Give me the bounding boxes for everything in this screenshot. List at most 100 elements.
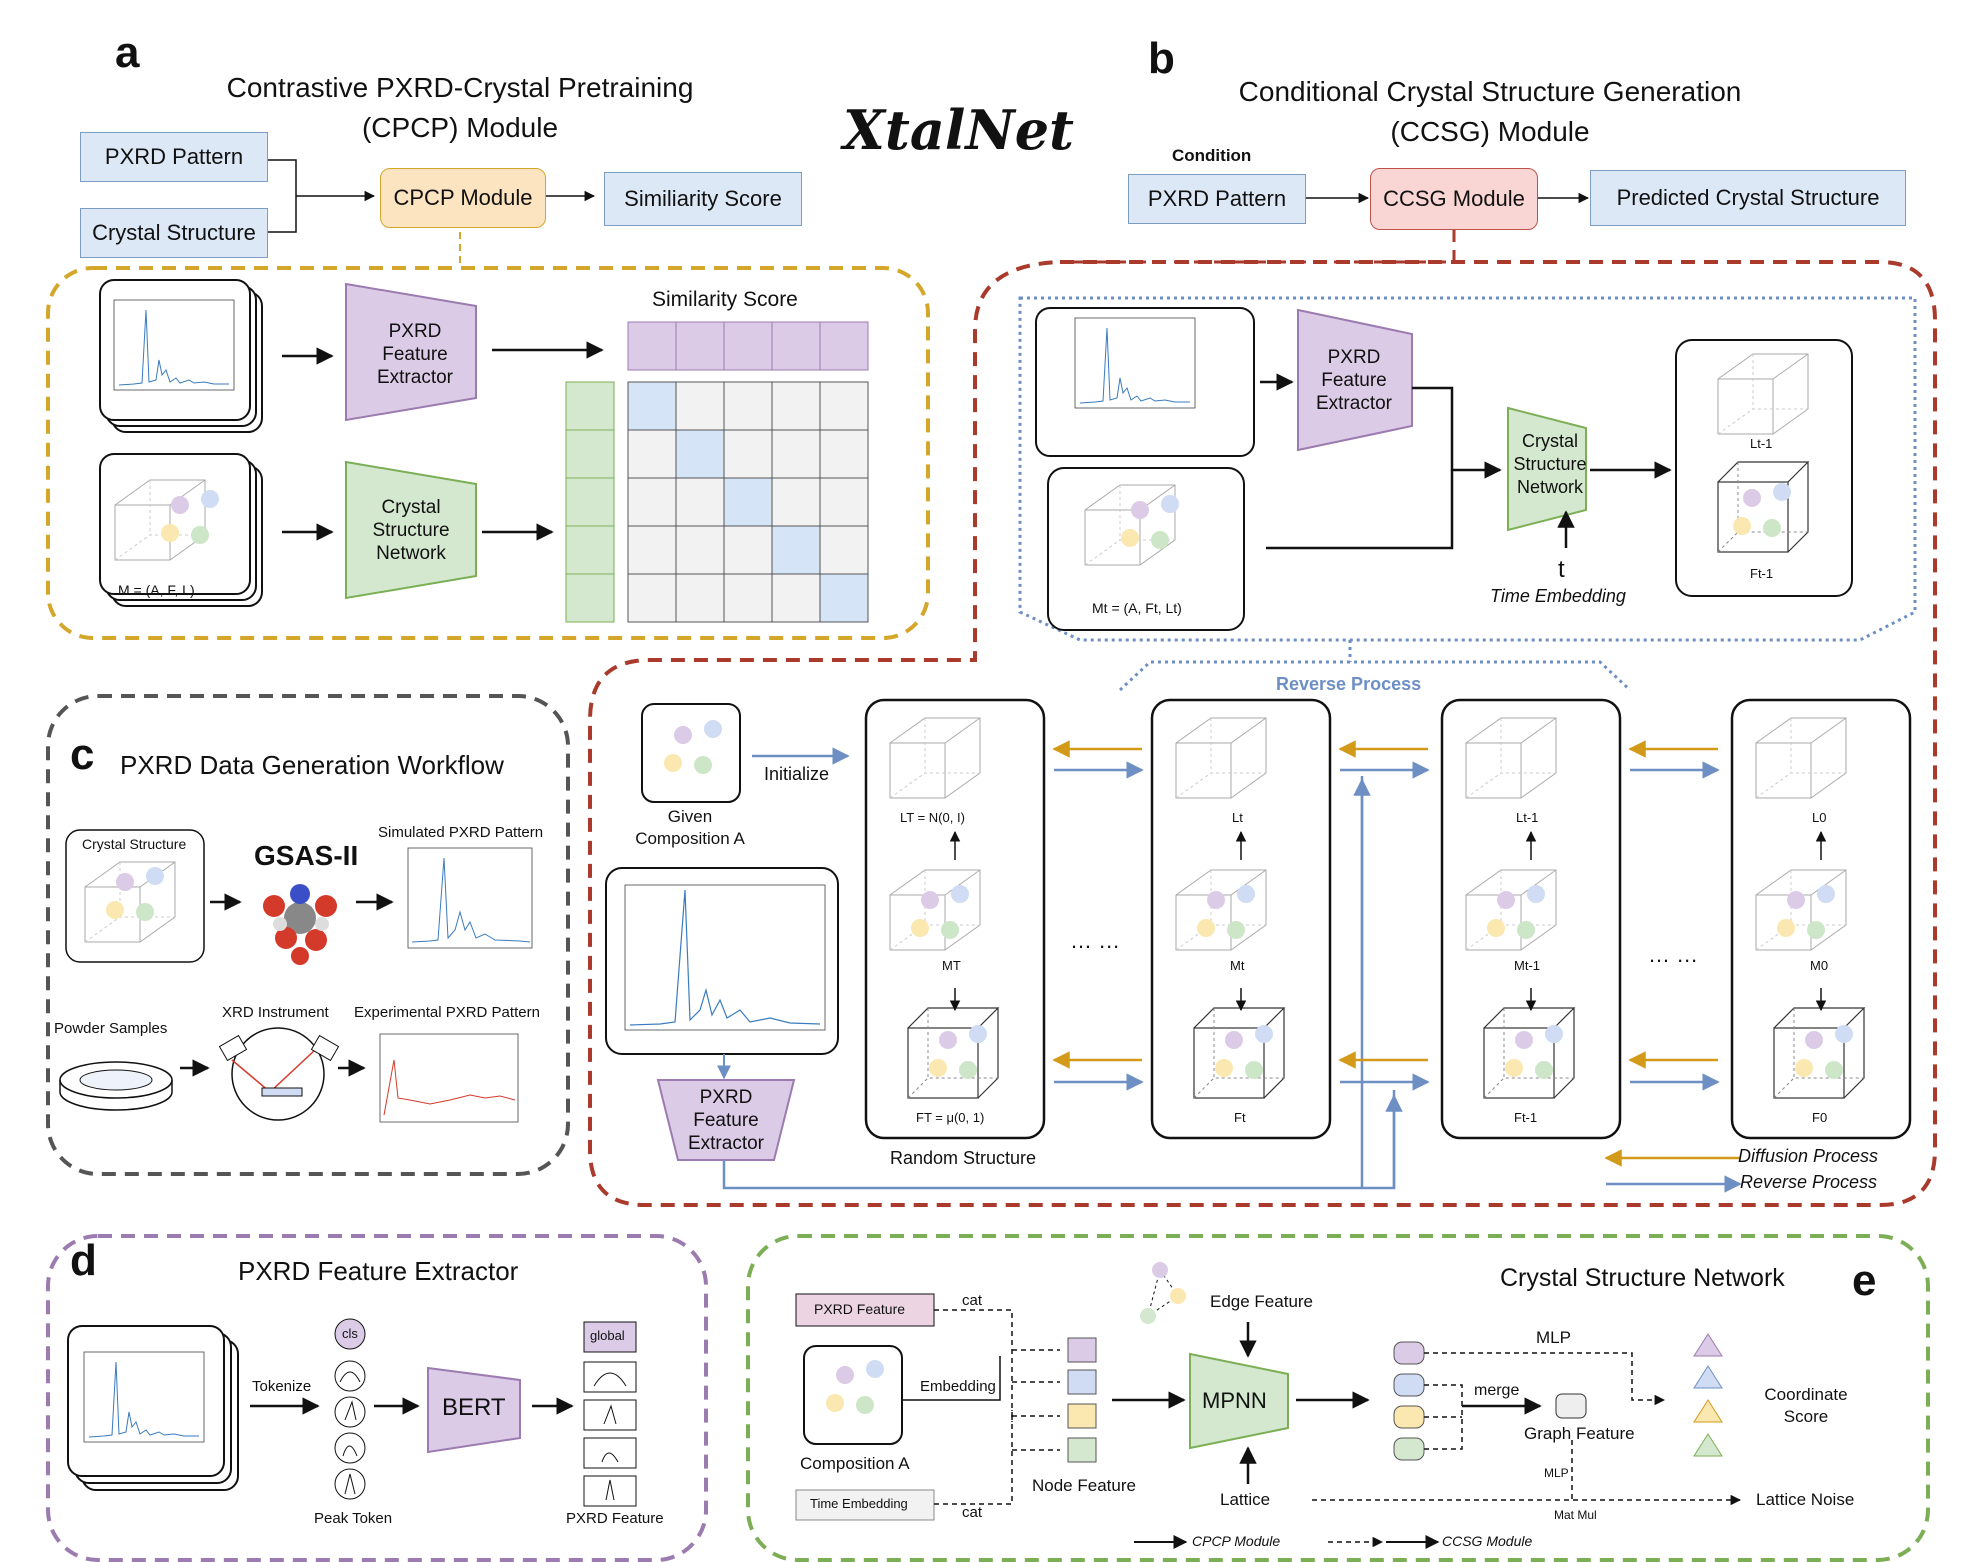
matmul-label: Mat Mul — [1554, 1508, 1597, 1522]
edge-feature-label: Edge Feature — [1210, 1292, 1314, 1311]
tokenize-label: Tokenize — [252, 1378, 312, 1395]
similarity-score-label: Similarity Score — [652, 288, 798, 311]
col3-m-label: Mt-1 — [1514, 958, 1540, 973]
gsas-label: GSAS-II — [254, 840, 359, 871]
mlp-label-2: MLP — [1544, 1466, 1569, 1480]
crystal-structure-label-c: Crystal Structure — [82, 836, 187, 852]
powder-samples-label: Powder Samples — [54, 1020, 168, 1037]
col2-f-label: Ft — [1234, 1110, 1246, 1125]
peak-token-label: Peak Token — [314, 1510, 393, 1527]
similarity-score-output: Similiarity Score — [604, 172, 802, 226]
col2-m-label: Mt — [1230, 958, 1245, 973]
col2-l-label: Lt — [1232, 810, 1243, 825]
panel-a-letter: a — [115, 28, 140, 77]
col3-l-label: Lt-1 — [1516, 810, 1539, 825]
ellipsis-1: … … — [1070, 928, 1121, 953]
panel-b-letter: b — [1148, 34, 1175, 83]
experimental-pattern-label: Experimental PXRD Pattern — [354, 1004, 540, 1021]
xrd-instrument-label: XRD Instrument — [222, 1004, 329, 1021]
ellipsis-2: … … — [1648, 942, 1699, 967]
random-structure-label: Random Structure — [890, 1148, 1037, 1168]
panel-c-title: PXRD Data Generation Workflow — [120, 750, 504, 780]
time-embedding-label-e: Time Embedding — [810, 1496, 908, 1511]
panel-e-title: Crystal Structure Network — [1500, 1264, 1785, 1292]
node-feature-stack — [1067, 1337, 1097, 1463]
mt-equation-label: Mt = (A, Ft, Lt) — [1092, 600, 1182, 616]
pxrd-pattern-input-b: PXRD Pattern — [1128, 174, 1306, 224]
legend-ccsg-label: CCSG Module — [1442, 1533, 1533, 1549]
cat-label-1: cat — [962, 1292, 983, 1309]
merge-label: merge — [1474, 1382, 1520, 1399]
embedding-label: Embedding — [920, 1378, 996, 1395]
pxrd-extractor-shape-a — [345, 282, 477, 422]
legend-cpcp-label: CPCP Module — [1192, 1533, 1281, 1549]
gsas-molecule-icon — [263, 884, 337, 965]
panel-a-title-2: (CPCP) Module — [361, 112, 559, 143]
panel-e-border — [746, 1234, 1930, 1562]
output-node-stack — [1393, 1341, 1425, 1461]
panel-b-title-1: Conditional Crystal Structure Generation — [1238, 76, 1742, 107]
pxrd-feature-tokens — [583, 1321, 637, 1507]
time-embedding-label: Time Embedding — [1490, 586, 1626, 606]
panel-c-border — [46, 694, 570, 1176]
panel-b-title-2: (CCSG) Module — [1390, 116, 1590, 147]
t-label: t — [1558, 556, 1565, 583]
simulated-pattern-label: Simulated PXRD Pattern — [378, 824, 544, 841]
global-token-label: global — [590, 1328, 625, 1343]
m-equation-label: M = (A, F, L) — [118, 582, 195, 598]
panel-d-title: PXRD Feature Extractor — [238, 1256, 519, 1286]
cpcp-module-box: CPCP Module — [380, 168, 546, 228]
edge-feature-icon — [1140, 1262, 1186, 1324]
lattice-label: Lattice — [1220, 1490, 1271, 1509]
col1-l-label: LT = N(0, I) — [900, 810, 965, 825]
panel-d-letter: d — [70, 1236, 97, 1285]
col1-f-label: FT = μ(0, 1) — [916, 1110, 985, 1125]
cat-label-2: cat — [962, 1504, 983, 1521]
node-feature-label: Node Feature — [1032, 1476, 1136, 1495]
pxrd-pattern-input-a: PXRD Pattern — [80, 132, 268, 182]
composition-label: Composition A — [800, 1454, 910, 1473]
diffusion-columns — [864, 698, 1912, 1140]
panel-c-letter: c — [70, 730, 95, 779]
pxrd-feature-label-d: PXRD Feature — [566, 1510, 664, 1527]
peak-tokens — [334, 1318, 366, 1500]
xtalnet-logo: XtalNet — [843, 98, 1075, 162]
panel-d-border — [46, 1234, 708, 1562]
col1-m-label: MT — [942, 958, 961, 973]
condition-label: Condition — [1172, 146, 1252, 165]
graph-feature-label: Graph Feature — [1524, 1424, 1635, 1443]
mpnn-label: MPNN — [1202, 1388, 1267, 1413]
col4-l-label: L0 — [1812, 810, 1827, 825]
pxrd-feature-label-e: PXRD Feature — [814, 1301, 906, 1317]
col4-f-label: F0 — [1812, 1110, 1828, 1125]
initialize-label: Initialize — [764, 764, 830, 784]
l-prev-label: Lt-1 — [1750, 436, 1773, 451]
lattice-noise-label: Lattice Noise — [1756, 1490, 1855, 1509]
col3-f-label: Ft-1 — [1514, 1110, 1538, 1125]
f-prev-label: Ft-1 — [1750, 566, 1774, 581]
reverse-process-top-label: Reverse Process — [1276, 674, 1422, 694]
bert-label: BERT — [442, 1394, 506, 1421]
panel-a-title-1: Contrastive PXRD-Crystal Pretraining — [226, 72, 694, 103]
ccsg-module-box: CCSG Module — [1370, 168, 1538, 230]
panel-b-border — [588, 260, 1937, 1207]
panel-e-letter: e — [1852, 1256, 1877, 1305]
crystal-structure-input-a: Crystal Structure — [80, 208, 268, 258]
legend-reverse-label: Reverse Process — [1740, 1172, 1878, 1192]
cls-token-label: cls — [342, 1326, 358, 1341]
col4-m-label: M0 — [1810, 958, 1829, 973]
predicted-structure-output: Predicted Crystal Structure — [1590, 170, 1906, 226]
legend-diffusion-label: Diffusion Process — [1738, 1146, 1879, 1166]
similarity-matrix — [565, 321, 869, 623]
coordinate-score-triangles — [1693, 1333, 1723, 1457]
panel-a-border — [46, 266, 930, 640]
mlp-label-1: MLP — [1536, 1328, 1571, 1347]
